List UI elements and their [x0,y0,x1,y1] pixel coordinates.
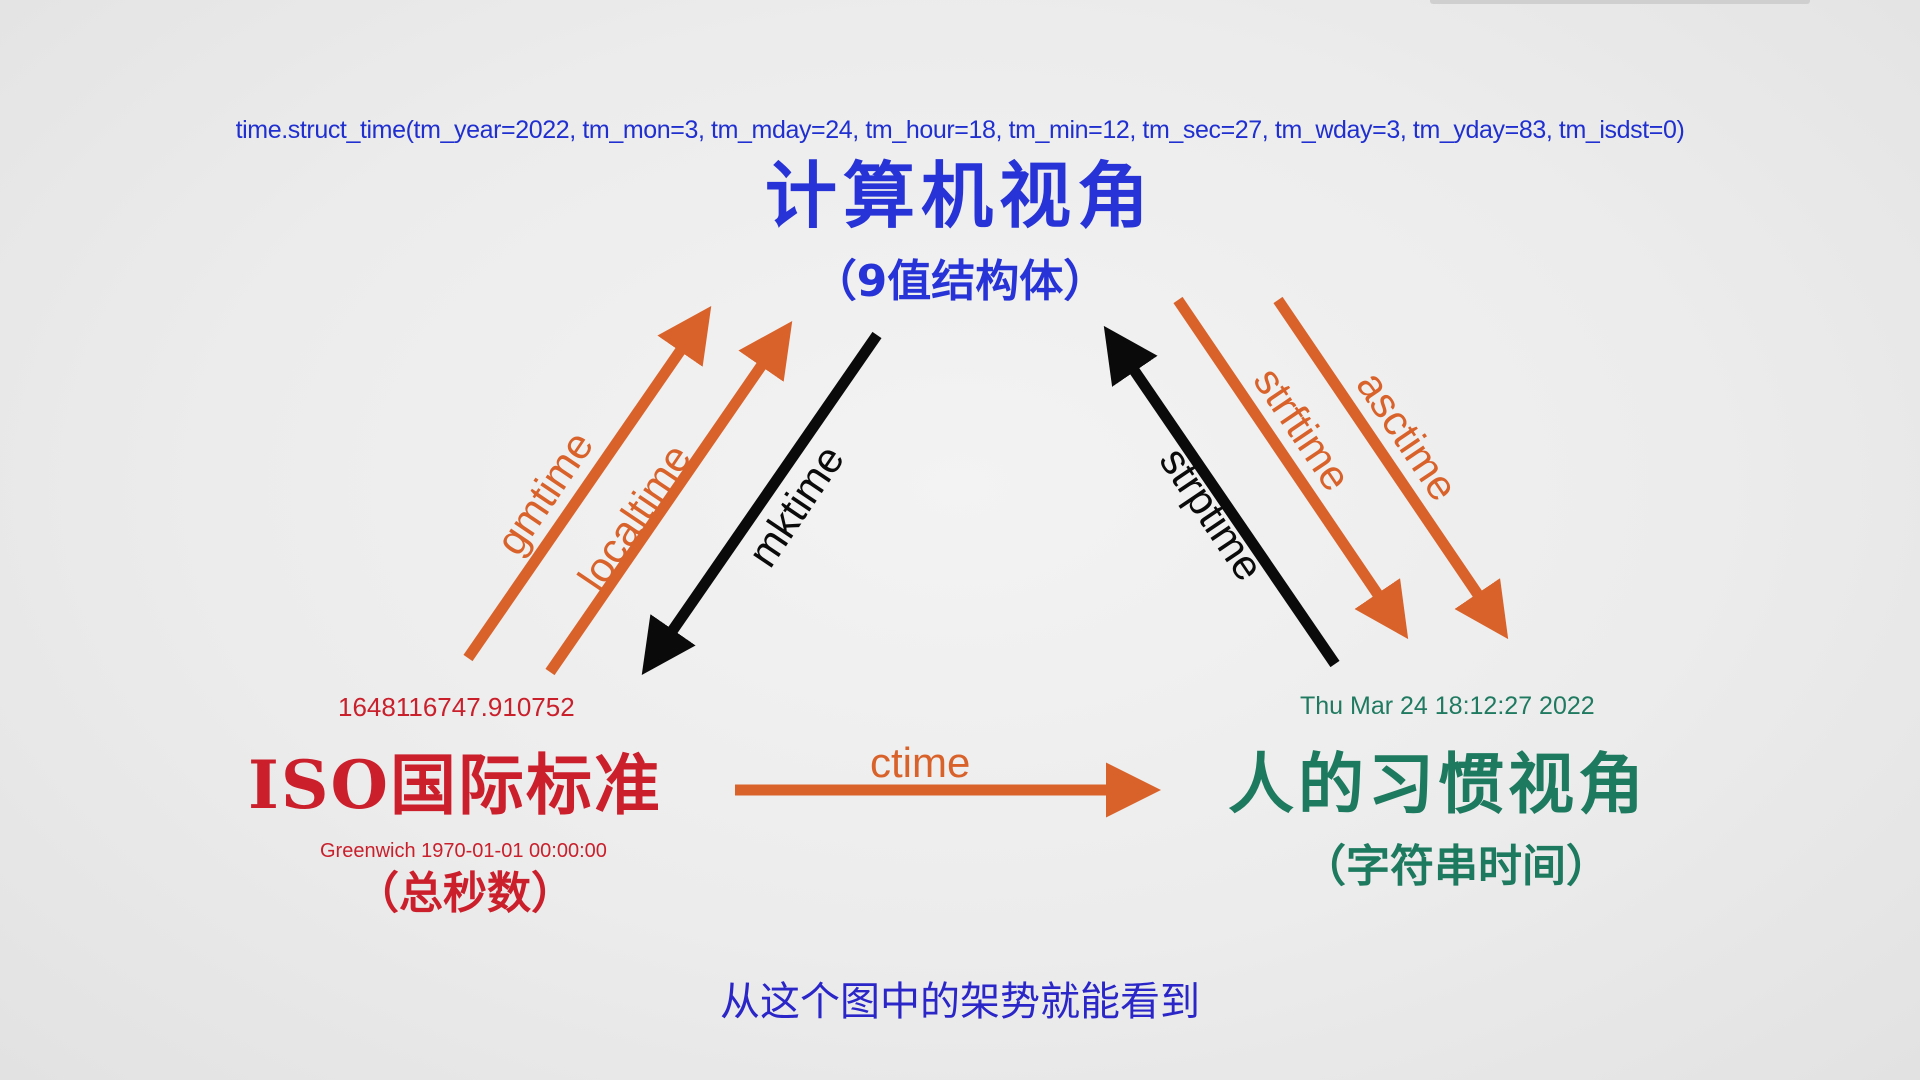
human-view-subtitle: （字符串时间） [1302,841,1610,892]
strptime-label: strptime [1151,439,1273,589]
video-subtitle: 从这个图中的架势就能看到 [720,979,1200,1025]
ctime-arrow: ctime [735,739,1161,818]
struct-time-example: time.struct_time(tm_year=2022, tm_mon=3,… [235,116,1685,144]
mktime-arrow: mktime [641,331,882,676]
iso-standard-subtitle: （总秒数） [355,868,575,919]
computer-view-subtitle: （9值结构体） [812,256,1108,307]
top-edge-bar [1430,0,1810,4]
computer-view-title: 计算机视角 [764,154,1155,238]
iso-standard-title: ISO国际标准 [248,746,663,824]
timestamp-seconds-value: 1648116747.910752 [338,692,575,722]
strftime-arrow: strftime [1173,296,1409,640]
ctime-label: ctime [870,739,970,786]
time-string-value: Thu Mar 24 18:12:27 2022 [1300,692,1595,720]
localtime-arrow: localtime [545,320,793,676]
human-view-title: 人的习惯视角 [1228,746,1648,823]
iso-epoch-reference: Greenwich 1970-01-01 00:00:00 [320,840,607,862]
